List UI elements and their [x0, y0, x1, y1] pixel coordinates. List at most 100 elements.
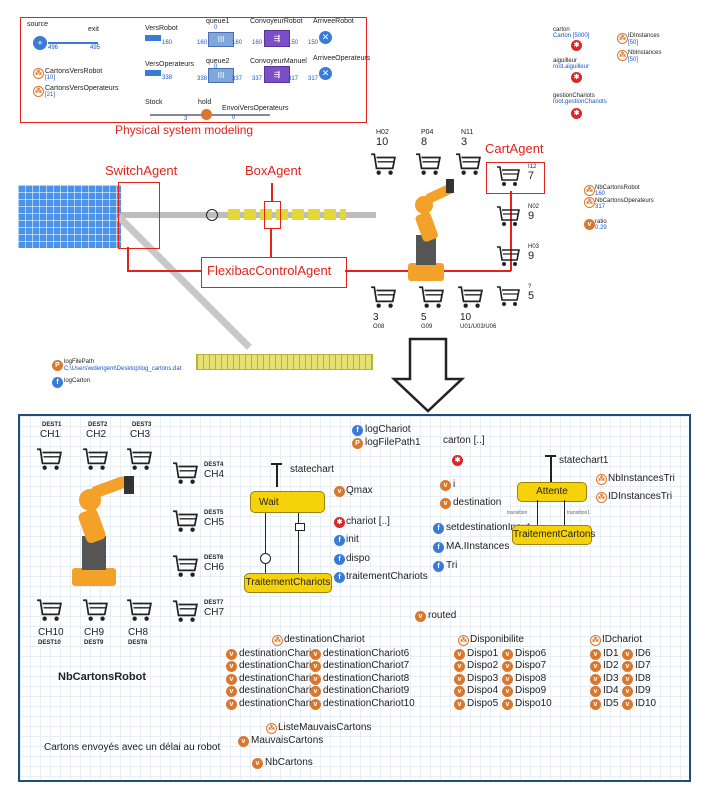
cart-icon[interactable] [172, 509, 198, 538]
variable-label: ID6 [635, 648, 651, 659]
variable-icon: v [622, 673, 633, 685]
nb-robot-value: 160 [595, 191, 606, 197]
flexibac-agent-box[interactable] [201, 257, 347, 288]
variable-icon: v [590, 649, 601, 660]
cart-icon[interactable] [126, 598, 152, 627]
variable-label: destinationChariot7 [323, 660, 410, 672]
cart-icon[interactable] [415, 152, 441, 181]
state-traitement-chariots[interactable]: TraitementChariots [244, 573, 332, 593]
box-agent-box[interactable] [264, 201, 281, 229]
variable-icon: v [310, 661, 321, 673]
chariot-label: chariot [..] [346, 516, 390, 527]
cart-icon[interactable] [496, 245, 520, 272]
cart-icon[interactable] [172, 599, 198, 628]
variable-label: ID1 [603, 648, 619, 659]
statechart-start-icon [276, 465, 278, 487]
cart-agent-box[interactable] [486, 162, 545, 194]
cart-icon[interactable] [82, 447, 108, 476]
variable-label: ID2 [603, 660, 619, 672]
dest-label: DEST9 [84, 640, 104, 646]
convoyeur-robot-label: ConvoyeurRobot [250, 18, 303, 25]
cart-code-label: N02 [528, 204, 540, 210]
gestion-value: root.gestionChariots [553, 99, 607, 105]
variable-label: ID7 [635, 660, 651, 672]
switch-agent-box[interactable] [118, 182, 160, 249]
dest-label: DEST3 [132, 422, 152, 428]
arrivee-robot-sink-icon[interactable]: ✕ [319, 31, 332, 44]
switch-agent-label: SwitchAgent [105, 163, 178, 178]
cart-icon[interactable] [36, 447, 62, 476]
dest-label: DEST4 [204, 462, 224, 468]
queue2-block[interactable]: III [208, 68, 234, 83]
stock-count: 3 [184, 116, 188, 122]
state-attente[interactable]: Attente [517, 482, 587, 502]
carton-value: Carton [5000] [553, 33, 590, 39]
footer-text: Cartons envoyés avec un délai au robot [44, 742, 221, 753]
variable-label: ID4 [603, 685, 619, 697]
cart-icon[interactable] [496, 165, 520, 192]
variable-icon: v [622, 661, 633, 673]
state-wait[interactable]: Wait [250, 491, 325, 513]
variable-label: ID8 [635, 672, 651, 684]
function-icon: f [334, 535, 345, 546]
vers-robot-count: 160 [162, 40, 173, 46]
variable-label: destinationChariot4 [239, 685, 311, 697]
cart-icon[interactable] [457, 285, 483, 314]
arrivee-oper-label: ArriveeOperateurs [313, 55, 371, 62]
cart-code-label: G09 [421, 324, 433, 330]
robot-arm-icon [72, 476, 134, 586]
nb-cartons-label: NbCartons [265, 757, 313, 768]
function-icon: f [433, 542, 444, 553]
cart-icon[interactable] [370, 152, 396, 181]
vers-oper-count: 338 [162, 75, 173, 81]
queue1-left-count: 160 [197, 40, 208, 46]
variable-icon: v [502, 698, 513, 710]
cart-icon[interactable] [36, 598, 62, 627]
cart-icon[interactable] [496, 205, 520, 232]
variable-icon: v [502, 686, 513, 698]
arrivee-oper-sink-icon[interactable]: ✕ [319, 67, 332, 80]
cart-icon[interactable] [172, 461, 198, 490]
carton-agent-label: carton [..] [443, 435, 485, 446]
cart-code-label: I12 [528, 164, 537, 170]
cart-icon[interactable] [418, 285, 444, 314]
variable-icon: v [310, 698, 321, 710]
init-label: init [346, 534, 359, 545]
queue1-block[interactable]: III [208, 32, 234, 47]
log-carton-label: logCarton [64, 378, 91, 384]
source-node[interactable]: + [33, 36, 47, 50]
vers-robot-label: VersRobot [145, 25, 178, 32]
flexibac-left-vert [127, 247, 129, 271]
ratio-value: 0.29 [595, 225, 607, 231]
ch-label: CH4 [204, 469, 225, 480]
nb-cartons-robot-title: NbCartonsRobot [58, 671, 146, 683]
cart-icon[interactable] [172, 554, 198, 583]
parameter-icon: P [352, 438, 363, 449]
cart-code-label: H02 [376, 129, 389, 136]
convoyeur-manuel-block[interactable]: ⇶ [264, 66, 290, 83]
convoyeur-robot-block[interactable]: ⇶ [264, 30, 290, 47]
collection-icon: ⁂ [590, 635, 601, 646]
variable-icon: v [454, 698, 465, 710]
collection-icon: ⁂ [584, 197, 595, 208]
variable-label: destinationChariot10 [323, 697, 415, 709]
cartons-oper-count: [21] [45, 92, 56, 98]
variable-icon: v [590, 673, 601, 685]
state-traitement-cartons[interactable]: TraitementCartons [512, 525, 595, 545]
cart-icon[interactable] [455, 152, 481, 181]
idinst-label: IDInstances [628, 33, 660, 39]
agent-icon: ✱ [571, 72, 582, 83]
cart-icon[interactable] [496, 285, 520, 312]
flexibac-right-vert [510, 191, 512, 271]
variable-icon: v [584, 219, 595, 230]
convoyeur-manuel-left-count: 337 [252, 76, 263, 82]
mauvais-label: MauvaisCartons [251, 735, 324, 746]
cart-icon[interactable] [370, 285, 396, 314]
down-arrow-icon [390, 337, 466, 413]
cart-icon[interactable] [82, 598, 108, 627]
cart-icon[interactable] [126, 447, 152, 476]
hold-icon[interactable] [201, 109, 212, 120]
convoyeur-robot-left-count: 160 [252, 40, 263, 46]
dispo-label: dispo [346, 553, 370, 564]
routed-label: routed [428, 610, 457, 621]
